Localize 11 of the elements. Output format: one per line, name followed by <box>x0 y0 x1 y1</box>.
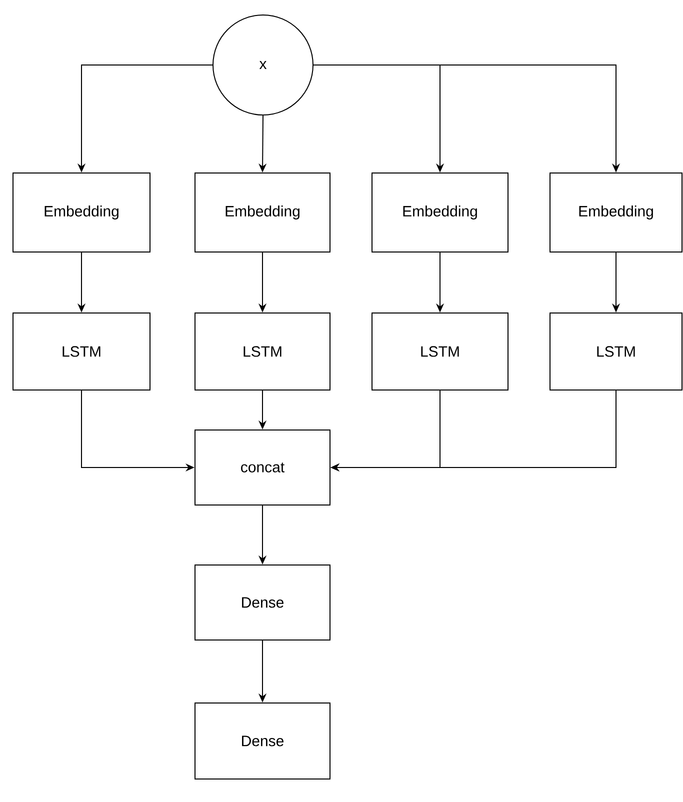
layer-box: concat <box>194 430 330 506</box>
layer-box: Embedding <box>12 172 150 252</box>
layer-box: LSTM <box>12 312 150 390</box>
layer-box: Dense <box>194 702 330 780</box>
layer-box: Dense <box>194 564 330 640</box>
layer-box: LSTM <box>194 312 330 390</box>
layer-box: Embedding <box>550 172 682 252</box>
layer-box: LSTM <box>550 312 682 390</box>
layer-box: Embedding <box>194 172 330 252</box>
layer-box: Embedding <box>372 172 508 252</box>
layer-box: LSTM <box>372 312 508 390</box>
